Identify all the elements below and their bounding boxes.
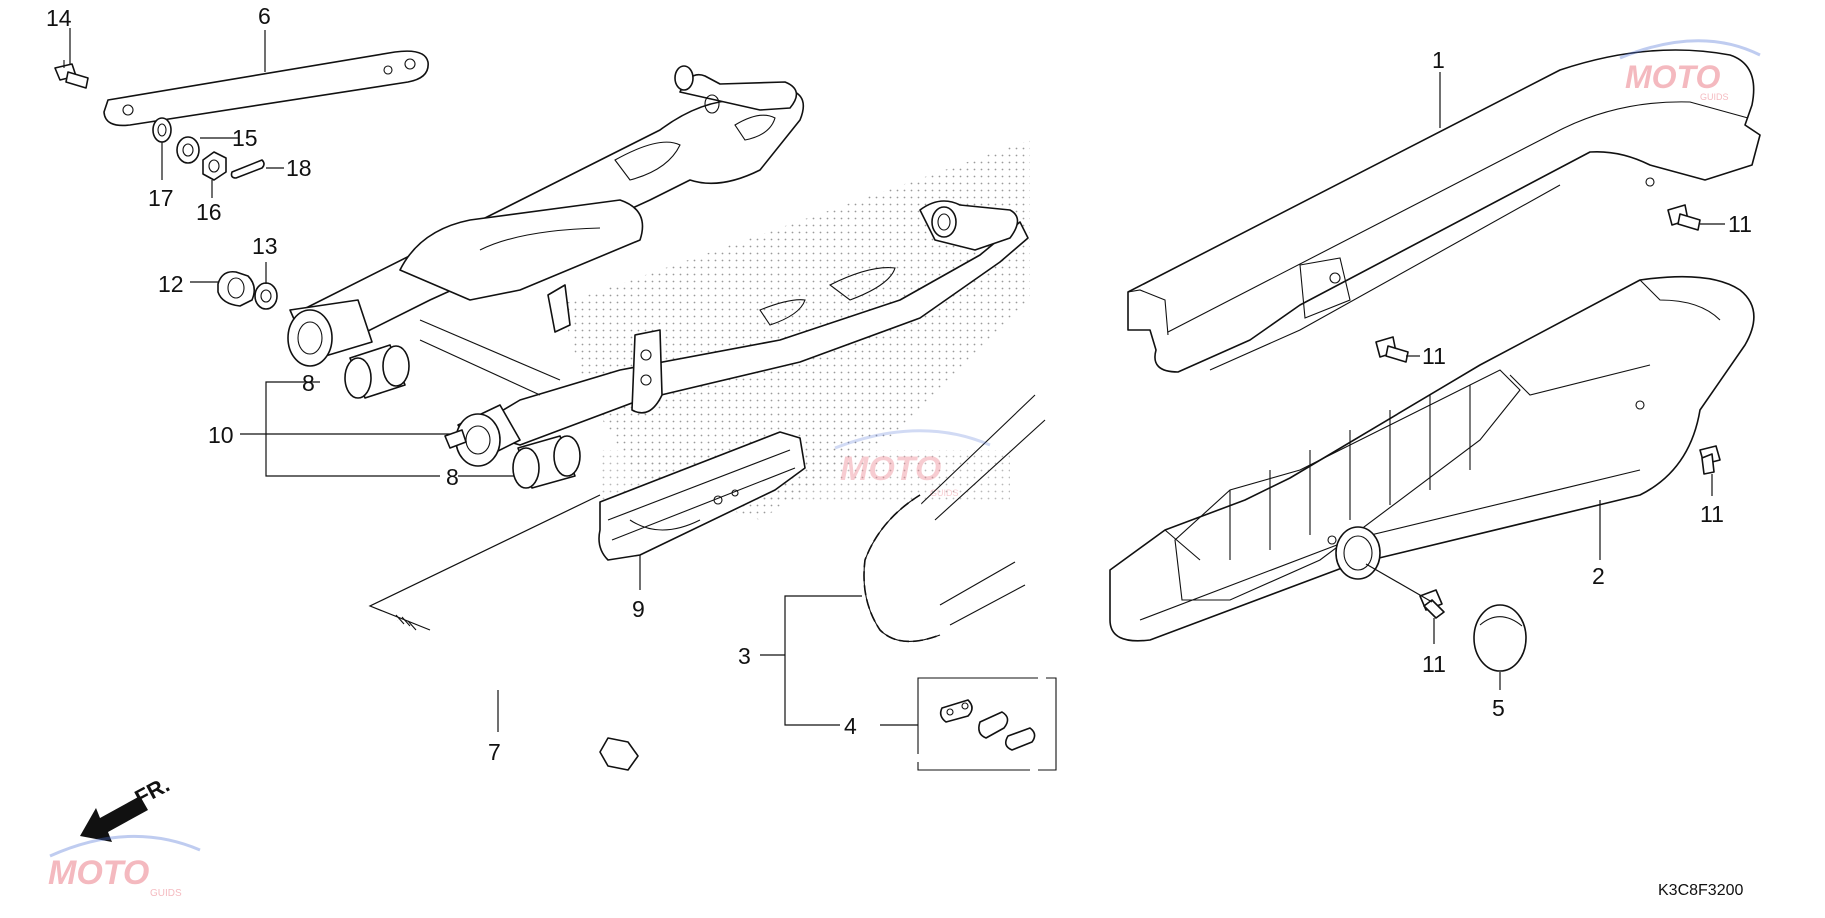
pivot-collar-12[interactable] (217, 270, 256, 307)
bushing-upper-8[interactable] (344, 344, 410, 399)
chain-slider-9[interactable] (598, 431, 806, 561)
washer-17[interactable] (152, 117, 172, 143)
diagram-code: K3C8F3200 (1658, 882, 1743, 899)
washer-14[interactable] (176, 136, 200, 164)
bolt-11-a[interactable] (1667, 204, 1701, 231)
watermark-logo-center: MOTO GUIDS (834, 429, 991, 498)
cotter-pin-18[interactable] (230, 159, 265, 179)
watermark-logo-top: MOTO GUIDS (1619, 39, 1761, 102)
callout-1: 1 (1432, 47, 1445, 73)
castle-nut-16[interactable] (202, 151, 227, 181)
svg-text:MOTO: MOTO (48, 854, 149, 892)
svg-text:GUIDS: GUIDS (150, 888, 182, 899)
svg-text:MOTO: MOTO (840, 450, 941, 488)
leader-lines (69, 28, 1725, 732)
brace-stay-part[interactable] (103, 50, 429, 127)
watermark-logo-bottom: MOTO GUIDS (48, 834, 201, 899)
callout-4: 4 (844, 713, 857, 739)
bolt-11-d[interactable] (1419, 589, 1445, 619)
bolt-15-part[interactable] (54, 60, 89, 89)
callout-5: 5 (1492, 695, 1505, 721)
front-arrow-icon (80, 796, 148, 842)
callout-11-a: 11 (1728, 211, 1752, 237)
callout-14: 15 (232, 125, 258, 151)
pivot-bolt-7[interactable] (395, 614, 639, 771)
stipple-shadow (560, 140, 1030, 520)
callout-8-lower: 8 (446, 464, 459, 490)
callout-11-d: 11 (1422, 651, 1446, 677)
callout-17: 17 (148, 185, 174, 211)
bolt-11-b[interactable] (1375, 336, 1409, 363)
callout-3: 3 (738, 643, 751, 669)
callout-labels: 14 6 15 18 17 16 13 12 8 10 8 9 3 4 7 1 … (46, 3, 1752, 765)
svg-text:GUIDS: GUIDS (930, 488, 959, 498)
callout-18: 18 (286, 155, 312, 181)
callout-11-b: 11 (1422, 343, 1446, 369)
callout-7: 7 (488, 739, 501, 765)
svg-text:MOTO: MOTO (1625, 59, 1721, 95)
cap-5[interactable] (1473, 604, 1527, 672)
callout-8-upper: 8 (302, 370, 315, 396)
bolt-11-c[interactable] (1699, 445, 1721, 475)
swingarm-part[interactable] (287, 65, 1029, 467)
callout-6: 6 (258, 3, 271, 29)
bushing-lower-8[interactable] (512, 435, 581, 489)
callout-13: 13 (252, 233, 278, 259)
front-direction-indicator: FR. (80, 772, 174, 842)
chain-case-upper-1[interactable] (1127, 49, 1761, 373)
callout-9: 9 (632, 596, 645, 622)
callout-11-c: 11 (1700, 501, 1724, 527)
callout-2: 2 (1592, 563, 1605, 589)
master-link-box[interactable] (917, 677, 1057, 771)
callout-16: 16 (196, 199, 222, 225)
callout-15: 14 (46, 5, 72, 31)
callout-10: 10 (208, 422, 234, 448)
callout-12: 12 (158, 271, 184, 297)
washer-13[interactable] (254, 282, 278, 310)
drive-chain-3[interactable] (863, 394, 1046, 643)
svg-text:GUIDS: GUIDS (1700, 92, 1729, 102)
